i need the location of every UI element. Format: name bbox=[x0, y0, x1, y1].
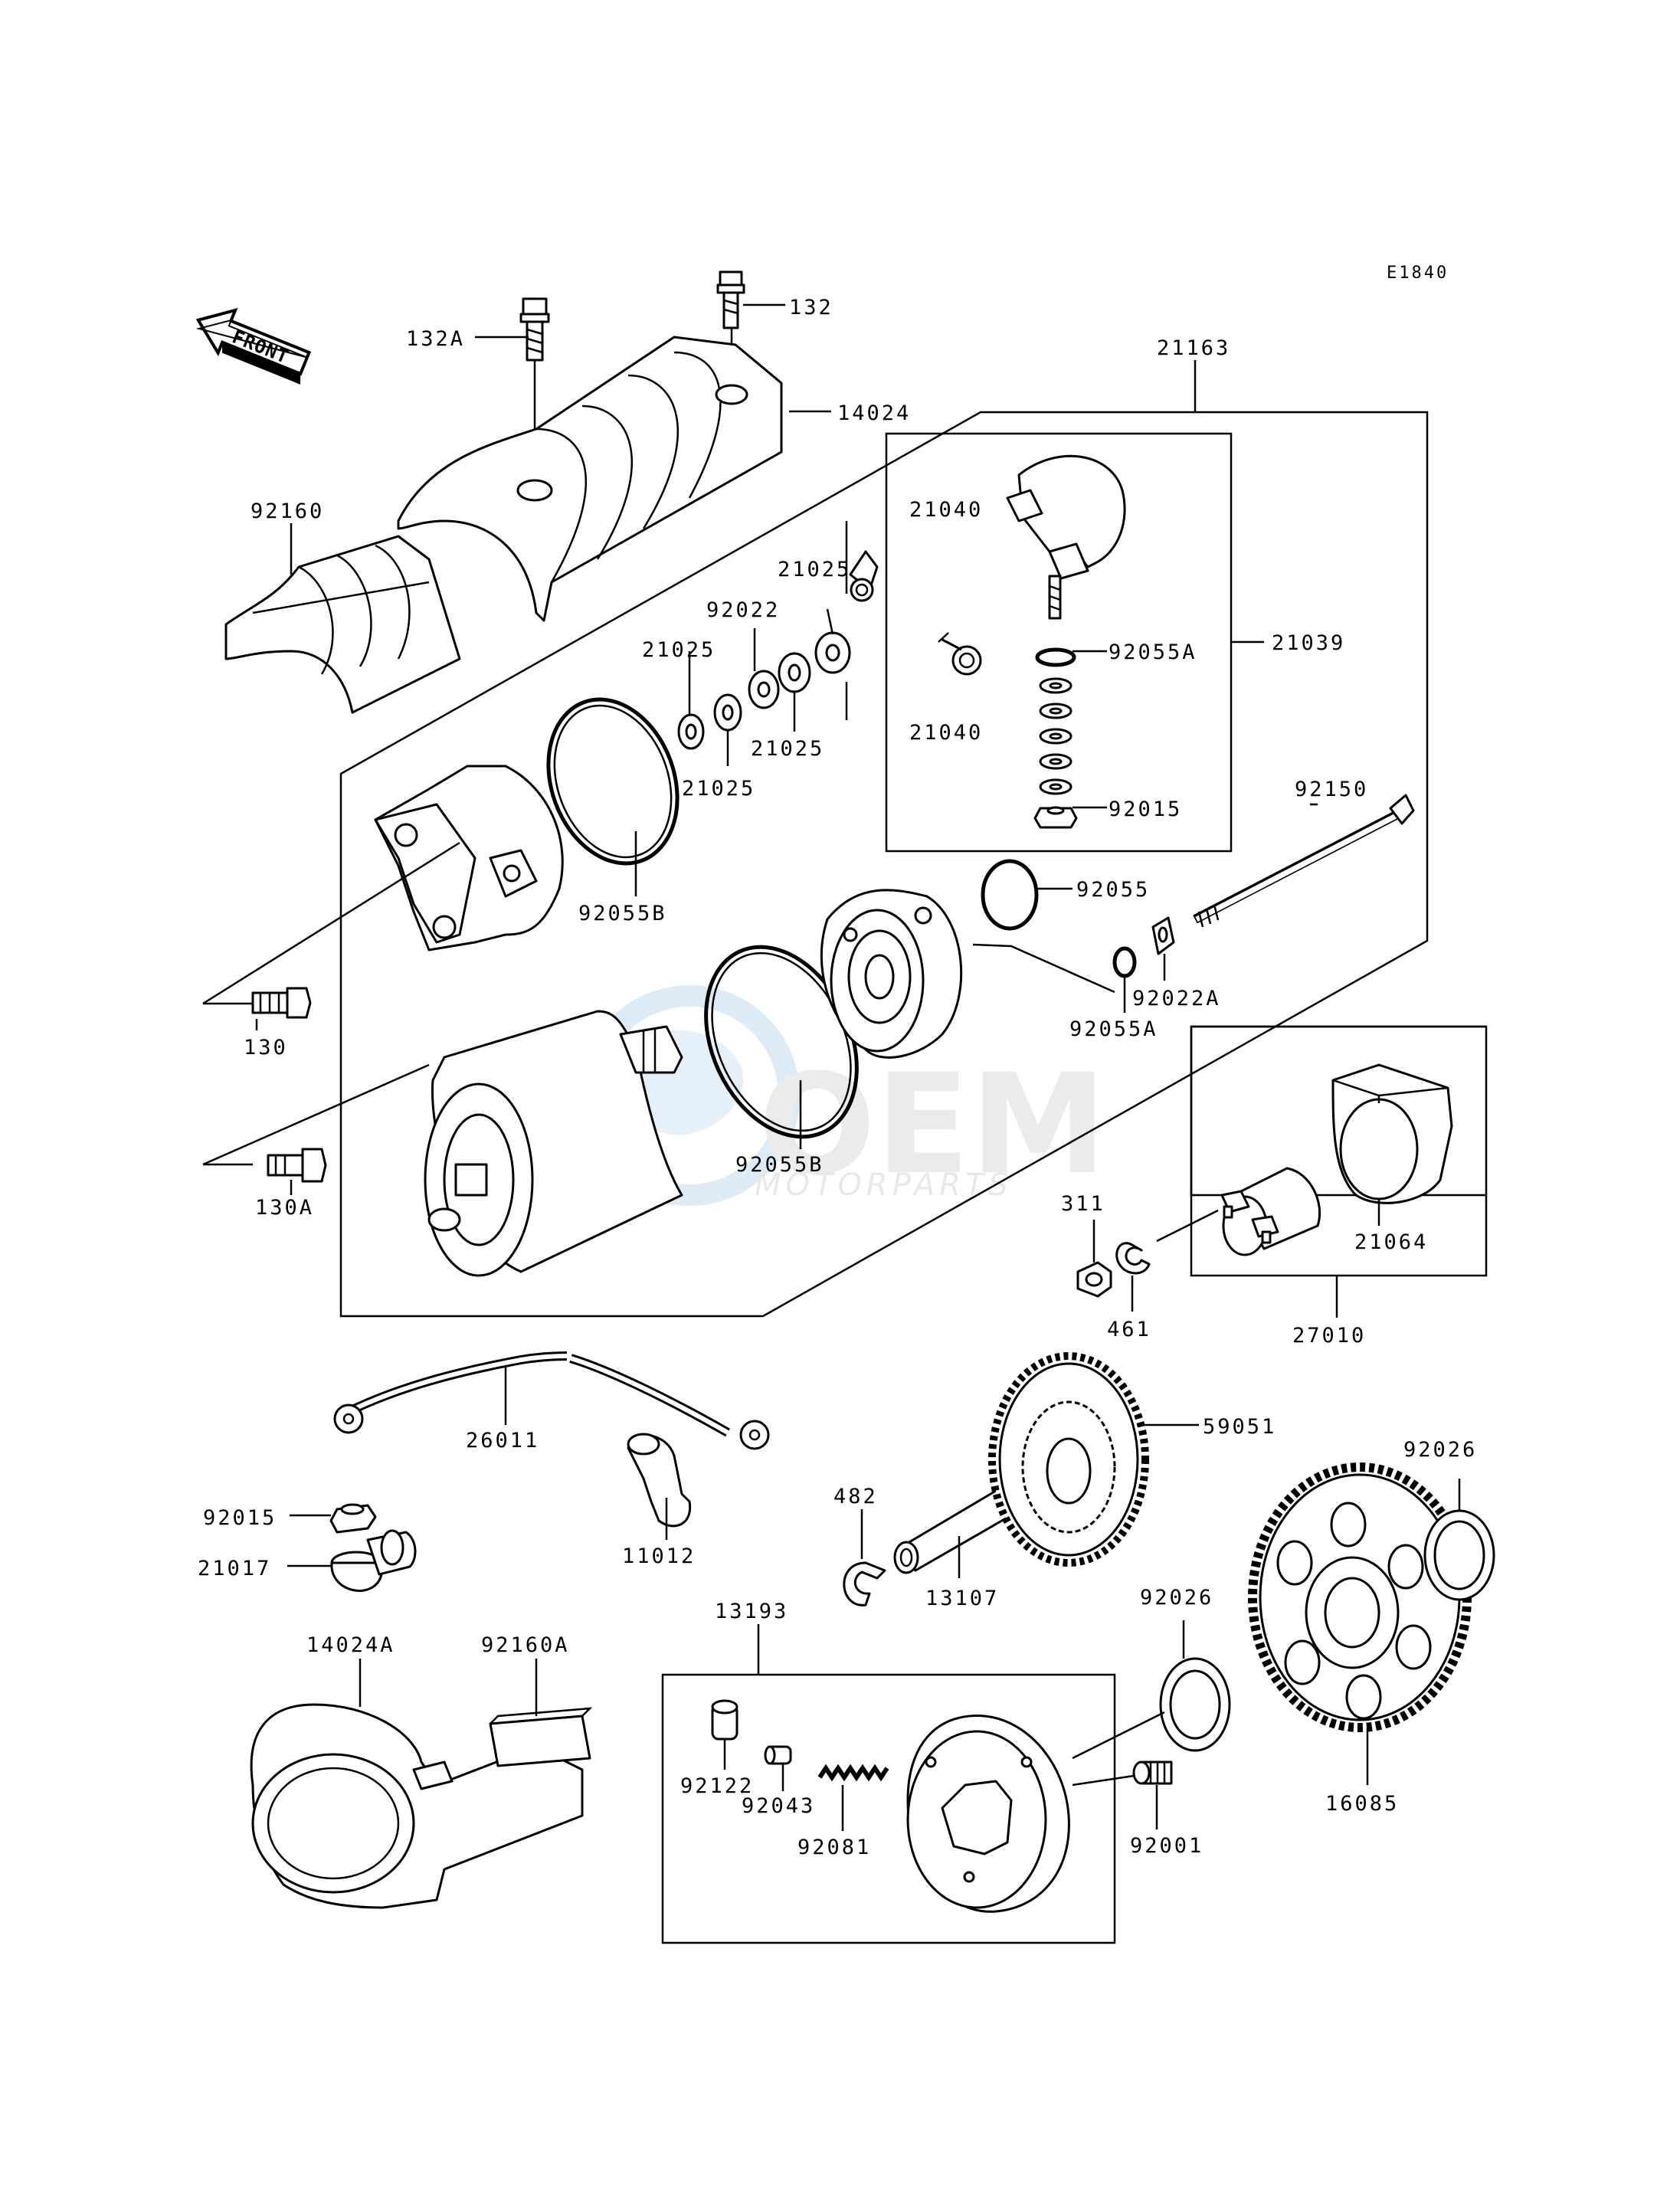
label-21025-left: 21025 bbox=[642, 638, 716, 662]
stud-hardware-stack bbox=[1033, 647, 1078, 829]
bolt-130 bbox=[251, 987, 312, 1019]
label-21163: 21163 bbox=[1157, 336, 1230, 360]
label-14024: 14024 bbox=[837, 401, 911, 425]
label-21025-top: 21025 bbox=[778, 558, 851, 581]
terminal-boot-11012 bbox=[627, 1433, 692, 1528]
label-92055: 92055 bbox=[1076, 878, 1150, 902]
label-92055A-top: 92055A bbox=[1109, 640, 1197, 664]
cover-14024A bbox=[250, 1703, 584, 1909]
label-92122: 92122 bbox=[680, 1774, 754, 1798]
label-92055B-lower: 92055B bbox=[735, 1153, 824, 1177]
nut-311 bbox=[1076, 1261, 1112, 1298]
label-92160: 92160 bbox=[251, 499, 324, 523]
label-92001: 92001 bbox=[1130, 1834, 1204, 1858]
starter-assembly-frame bbox=[339, 411, 1429, 1318]
bolt-130A bbox=[267, 1148, 327, 1183]
insulator-92160A bbox=[489, 1707, 593, 1767]
starter-relay bbox=[1220, 1167, 1321, 1256]
label-92043: 92043 bbox=[742, 1794, 815, 1818]
label-92022A: 92022A bbox=[1132, 987, 1221, 1010]
label-21040-upper: 21040 bbox=[909, 498, 983, 522]
spring-92081 bbox=[817, 1764, 889, 1782]
label-21025-bottom: 21025 bbox=[682, 777, 755, 801]
o-ring-92055A-lower bbox=[1112, 946, 1137, 978]
label-59051: 59051 bbox=[1203, 1415, 1276, 1439]
front-arrow-icon: FRONT bbox=[195, 308, 312, 385]
label-21025-right: 21025 bbox=[751, 737, 824, 761]
starter-front-housing bbox=[820, 889, 963, 1059]
o-ring-92055 bbox=[981, 859, 1039, 931]
label-92022: 92022 bbox=[706, 598, 780, 622]
label-27010: 27010 bbox=[1292, 1324, 1366, 1348]
circlip-482 bbox=[843, 1561, 886, 1607]
starter-clutch-13193 bbox=[906, 1715, 1070, 1913]
diagram-code: E1840 bbox=[1387, 264, 1449, 283]
through-bolt-92150 bbox=[1193, 794, 1415, 928]
terminal-stud bbox=[1048, 575, 1062, 620]
gear-59051 bbox=[988, 1352, 1149, 1567]
label-482: 482 bbox=[833, 1485, 878, 1508]
brush-spring-lower bbox=[938, 632, 982, 676]
brush-holder-21039 bbox=[1006, 454, 1126, 580]
label-92026-right: 92026 bbox=[1403, 1438, 1477, 1462]
label-130: 130 bbox=[244, 1036, 288, 1060]
bolt-92001 bbox=[1132, 1760, 1173, 1785]
bolt-132A bbox=[519, 297, 550, 362]
watermark-subtitle: MOTORPARTS bbox=[755, 1168, 1013, 1203]
pin-92043 bbox=[764, 1745, 792, 1765]
label-92055B-upper: 92055B bbox=[578, 902, 667, 925]
roller-92122 bbox=[711, 1699, 738, 1741]
brush-spring-upper bbox=[849, 550, 879, 602]
cover-14024 bbox=[397, 336, 783, 622]
label-92015-top: 92015 bbox=[1109, 798, 1182, 821]
label-311: 311 bbox=[1061, 1192, 1105, 1216]
washer-92026-clutch bbox=[1159, 1657, 1231, 1752]
label-11012: 11012 bbox=[622, 1544, 696, 1568]
watermark-brand: OEM bbox=[758, 1045, 1107, 1205]
gear-16085 bbox=[1248, 1462, 1472, 1732]
starter-rear-cover bbox=[374, 765, 564, 951]
grommet-21017 bbox=[330, 1529, 417, 1592]
label-461: 461 bbox=[1107, 1318, 1151, 1341]
label-21040-lower: 21040 bbox=[909, 721, 983, 745]
label-92026-clutch: 92026 bbox=[1140, 1586, 1213, 1610]
washer-stack bbox=[677, 631, 851, 750]
label-16085: 16085 bbox=[1325, 1792, 1399, 1816]
starter-cable-26011 bbox=[333, 1351, 770, 1450]
starter-yoke bbox=[424, 1010, 683, 1277]
label-92055A-lower: 92055A bbox=[1069, 1017, 1158, 1041]
label-13107: 13107 bbox=[925, 1587, 999, 1610]
washer-92026-right bbox=[1423, 1509, 1495, 1601]
label-132A: 132A bbox=[406, 327, 465, 351]
label-92150: 92150 bbox=[1295, 778, 1368, 801]
label-13193: 13193 bbox=[715, 1600, 788, 1623]
label-21064: 21064 bbox=[1354, 1230, 1428, 1254]
o-ring-92055B-top bbox=[546, 697, 680, 866]
solenoid-cap-21064 bbox=[1331, 1063, 1453, 1204]
label-21017: 21017 bbox=[198, 1557, 271, 1580]
label-92015-bottom: 92015 bbox=[203, 1506, 277, 1530]
label-14024A: 14024A bbox=[306, 1633, 395, 1657]
label-92160A: 92160A bbox=[481, 1633, 570, 1657]
bolt-132 bbox=[716, 270, 745, 329]
label-132: 132 bbox=[789, 296, 833, 319]
clutch-assembly-frame bbox=[661, 1673, 1116, 1944]
label-92081: 92081 bbox=[797, 1836, 871, 1859]
insulator-92160 bbox=[224, 535, 461, 714]
clip-461 bbox=[1115, 1242, 1151, 1275]
washer-92022A bbox=[1151, 916, 1175, 955]
label-21039: 21039 bbox=[1272, 631, 1345, 655]
label-130A: 130A bbox=[255, 1196, 314, 1220]
nut-92015 bbox=[329, 1503, 377, 1534]
label-26011: 26011 bbox=[466, 1429, 539, 1453]
